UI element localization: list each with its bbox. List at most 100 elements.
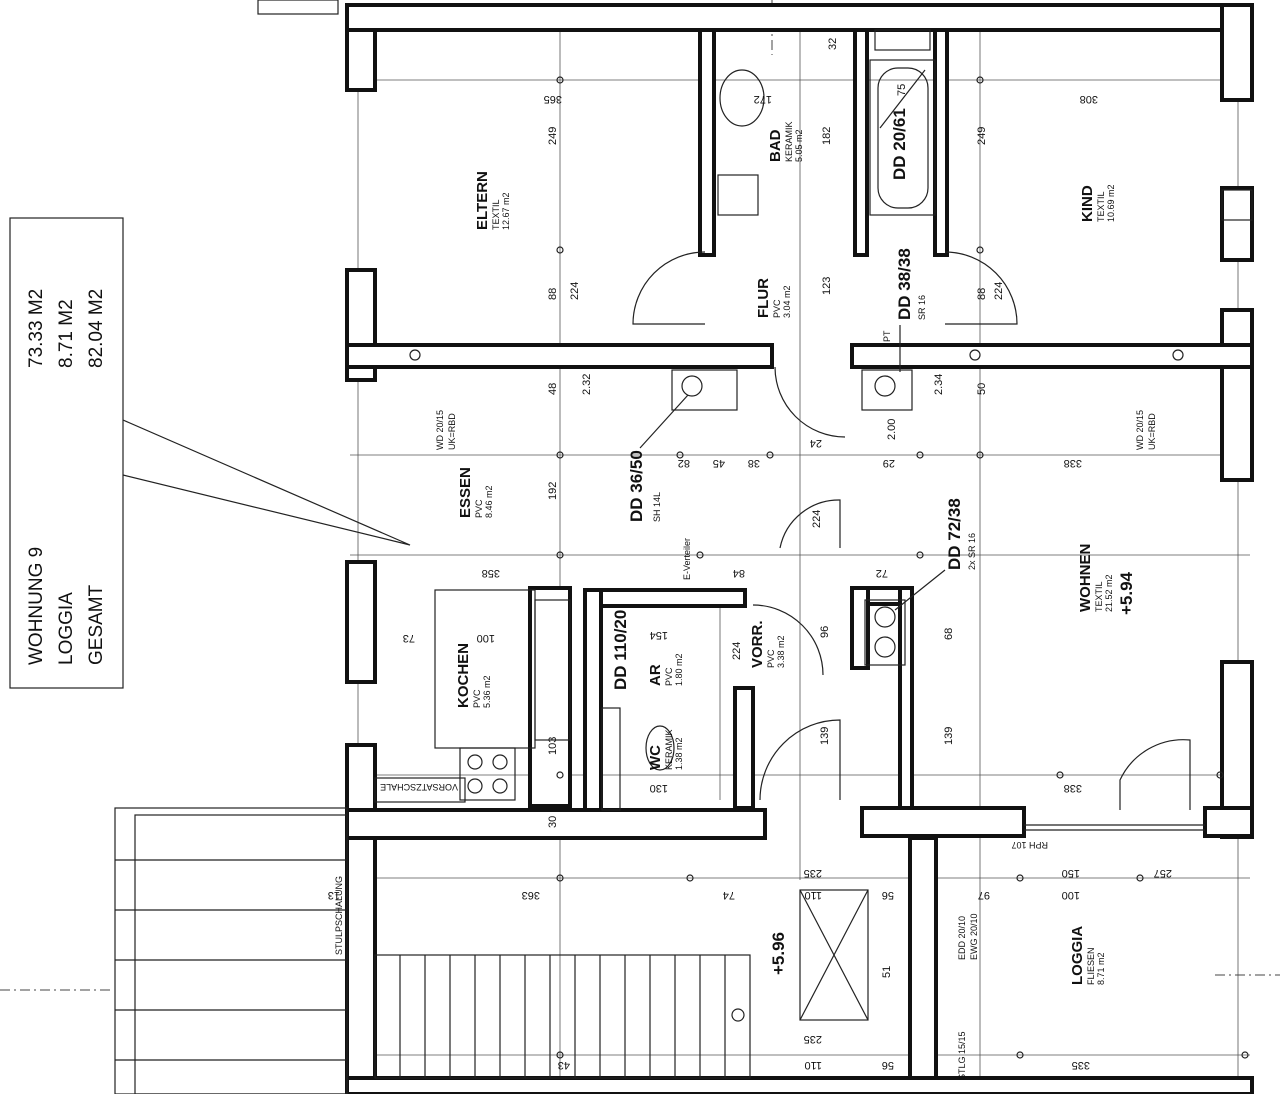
room-name: LOGGIA [1069, 926, 1086, 985]
room-area: 8.71 m2 [1096, 952, 1106, 985]
room-name: FLUR [755, 278, 772, 318]
room-floor: KERAMIK [664, 729, 674, 770]
dim: 43 [558, 1059, 570, 1071]
dim: 2.32 [581, 374, 593, 395]
room-area: 8.46 m2 [484, 485, 494, 518]
dim: 110 [804, 889, 822, 901]
dim: 123 [821, 277, 833, 295]
duct-label: DD 72/38 [945, 498, 964, 570]
note-e-verteiler: E-Verteiler [682, 538, 692, 580]
stair [114, 0, 1205, 1094]
dim: 365 [544, 93, 562, 105]
room-floor: PVC [474, 499, 484, 518]
dim: 75 [896, 84, 908, 96]
dim: 30 [547, 816, 559, 828]
walls [345, 3, 1254, 1094]
note-pt: PT [882, 330, 892, 342]
note-wd-right: WD 20/15 [1135, 410, 1145, 450]
room-floor: KERAMIK [784, 121, 794, 162]
room-name: AR [647, 664, 664, 686]
dim: 29 [883, 457, 895, 469]
dim: 338 [1064, 782, 1082, 794]
note-ewg: EWG 20/10 [969, 913, 979, 960]
dim: 56 [882, 1059, 894, 1071]
dim: 84 [733, 567, 745, 579]
dim: 249 [976, 127, 988, 145]
dim: 72 [876, 567, 888, 579]
dim: 32 [827, 38, 839, 50]
room-area: 1.80 m2 [674, 653, 684, 686]
summary-value-gesamt: 82.04 M2 [86, 289, 107, 368]
note-vorsatzschale: VORSATZSCHALE [380, 782, 458, 792]
note-uk-right: UK=RBD [1147, 413, 1157, 450]
room-area: 5.05 m2 [794, 129, 804, 162]
summary-value-loggia: 8.71 M2 [56, 299, 77, 368]
dim: 88 [547, 288, 559, 300]
room-vorr: VORR. PVC 3.38 m2 [749, 620, 786, 668]
duct-labels: DD 20/61 DD 38/38 SR 16 DD 36/50 SH 14L … [611, 69, 977, 690]
dim: 103 [547, 737, 559, 755]
level-wohnen: +5.94 [1117, 571, 1136, 615]
room-area: 5.36 m2 [482, 675, 492, 708]
dim: 139 [819, 727, 831, 745]
dim: 96 [819, 626, 831, 638]
dim: 45 [713, 457, 725, 469]
room-name: ESSEN [457, 467, 474, 518]
room-ar: AR PVC 1.80 m2 [647, 653, 684, 686]
dim: 192 [547, 482, 559, 500]
note-wd-left: WD 20/15 [435, 410, 445, 450]
room-kochen: KOCHEN PVC 5.36 m2 [455, 643, 492, 708]
duct-label: DD 20/61 [890, 108, 909, 180]
dim: 257 [1154, 867, 1172, 879]
dim: 308 [1080, 93, 1098, 105]
room-area: 3.38 m2 [776, 635, 786, 668]
duct-sub: SH 14L [652, 492, 662, 522]
summary-label-wohnung: WOHNUNG 9 [26, 547, 47, 665]
dim: 139 [943, 727, 955, 745]
room-floor: TEXTIL [1094, 581, 1104, 612]
summary-label-gesamt: GESAMT [86, 584, 107, 665]
room-name: WOHNEN [1077, 544, 1094, 612]
dim: 56 [882, 889, 894, 901]
dim: 100 [477, 632, 495, 644]
dim: 2.00 [886, 419, 898, 440]
note-uk-left: UK=RBD [447, 413, 457, 450]
dimensions: 365 172 308 32 75 249 249 182 224 224 88… [328, 38, 1172, 1071]
room-area: 10.69 m2 [1106, 184, 1116, 222]
room-flur: FLUR PVC 3.04 m2 [755, 278, 792, 318]
room-area: 21.52 m2 [1104, 574, 1114, 612]
room-name: VORR. [749, 620, 766, 668]
level-stair: +5.96 [769, 932, 788, 975]
room-bad: BAD KERAMIK 5.05 m2 [767, 121, 804, 162]
room-floor: TEXTIL [491, 199, 501, 230]
dim: 74 [723, 889, 735, 901]
duct-sub: 2x SR 16 [967, 533, 977, 570]
note-rph: RPH 107 [1011, 840, 1048, 850]
room-floor: PVC [664, 667, 674, 686]
duct-label: DD 38/38 [895, 248, 914, 320]
level-marks: +5.94 +5.96 [769, 571, 1136, 975]
dim: 110 [804, 1059, 822, 1071]
duct-label: DD 36/50 [627, 450, 646, 522]
dim: 73 [403, 632, 415, 644]
dim: 224 [811, 510, 823, 528]
dim: 50 [976, 383, 988, 395]
dim: 100 [1062, 889, 1080, 901]
dim: 363 [522, 889, 540, 901]
room-name: ELTERN [474, 171, 491, 230]
duct-label: DD 110/20 [611, 610, 630, 690]
dim: 97 [978, 889, 990, 901]
room-eltern: ELTERN TEXTIL 12.67 m2 [474, 171, 511, 230]
room-floor: PVC [766, 649, 776, 668]
dim: 48 [547, 383, 559, 395]
dim: 68 [943, 628, 955, 640]
notes: WD 20/15 UK=RBD WD 20/15 UK=RBD VORSATZS… [334, 330, 1157, 1080]
room-loggia: LOGGIA FLIESEN 8.71 m2 [1069, 926, 1106, 985]
summary-callout [9, 217, 411, 689]
note-stulpschalung: STULPSCHALUNG [334, 876, 344, 955]
note-stlg: STLG 15/15 [957, 1031, 967, 1080]
dim: 24 [810, 437, 822, 449]
room-name: KOCHEN [455, 643, 472, 708]
dim: 82 [678, 457, 690, 469]
